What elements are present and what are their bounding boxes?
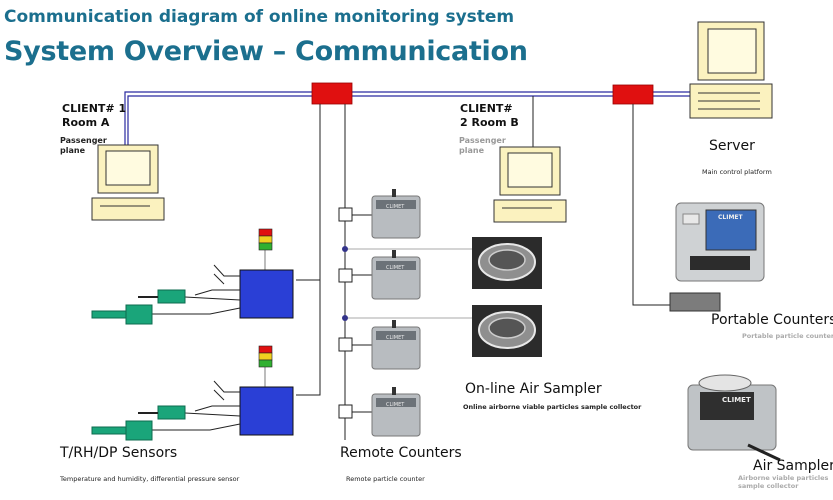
client1-sub: Passenger plane — [60, 136, 107, 155]
client2-room: 2 Room B — [460, 116, 519, 129]
server-label: Server — [709, 138, 755, 154]
sensors-sub: Temperature and humidity, differential p… — [60, 475, 240, 483]
client-computer-b — [493, 146, 567, 223]
remote-counter-device — [371, 387, 421, 437]
server-sub: Main control platform — [702, 168, 772, 176]
device-brand: CLIMET — [386, 402, 405, 408]
page-subtitle: Communication diagram of online monitori… — [4, 7, 515, 27]
online-sampler-photo — [472, 305, 542, 357]
portable-dock — [669, 292, 721, 312]
remote-sub: Remote particle counter — [346, 475, 425, 483]
client1-room: Room A — [62, 116, 110, 129]
remote-counter-device — [371, 189, 421, 239]
client-computer-a — [91, 144, 165, 221]
device-brand: CLIMET — [386, 335, 405, 341]
device-brand: CLIMET — [386, 204, 405, 210]
client1-label: CLIENT# 1 — [62, 102, 127, 115]
network-hub-left — [311, 82, 353, 105]
remote-counter-device — [371, 320, 421, 370]
online-sampler-label: On-line Air Sampler — [465, 381, 602, 397]
server-computer — [689, 21, 773, 119]
online-sampler-sub: Online airborne viable particles sample … — [463, 403, 642, 411]
network-backbone — [124, 91, 700, 145]
sensor-probe — [138, 405, 186, 420]
remote-label: Remote Counters — [340, 445, 462, 461]
network-hub-right — [612, 84, 654, 105]
client2-sub: Passenger plane — [459, 136, 506, 155]
sensor-probe — [138, 289, 186, 304]
air-sampler-sub: Airborne viable particles sample collect… — [738, 474, 829, 490]
sensor-controller-2 — [239, 386, 294, 436]
portable-counter-device — [675, 202, 765, 282]
device-brand: CLIMET — [718, 214, 743, 221]
sensors-label: T/RH/DP Sensors — [60, 445, 178, 461]
device-brand: CLIMET — [722, 396, 751, 404]
status-light-1 — [258, 228, 273, 270]
page-title: System Overview – Communication — [4, 36, 528, 67]
portable-label: Portable Counters — [711, 312, 833, 328]
sensor-controller-1 — [239, 269, 294, 319]
online-sampler-photo — [472, 237, 542, 289]
client2-label: CLIENT# — [460, 102, 513, 115]
air-sampler-device — [687, 374, 781, 462]
status-light-2 — [258, 345, 273, 387]
air-sampler-label: Air Sampler — [753, 458, 833, 474]
sensor-probe — [91, 304, 153, 325]
sensor-probe — [91, 420, 153, 441]
portable-sub: Portable particle counter — [742, 332, 833, 340]
device-brand: CLIMET — [386, 265, 405, 271]
remote-counter-device — [371, 250, 421, 300]
